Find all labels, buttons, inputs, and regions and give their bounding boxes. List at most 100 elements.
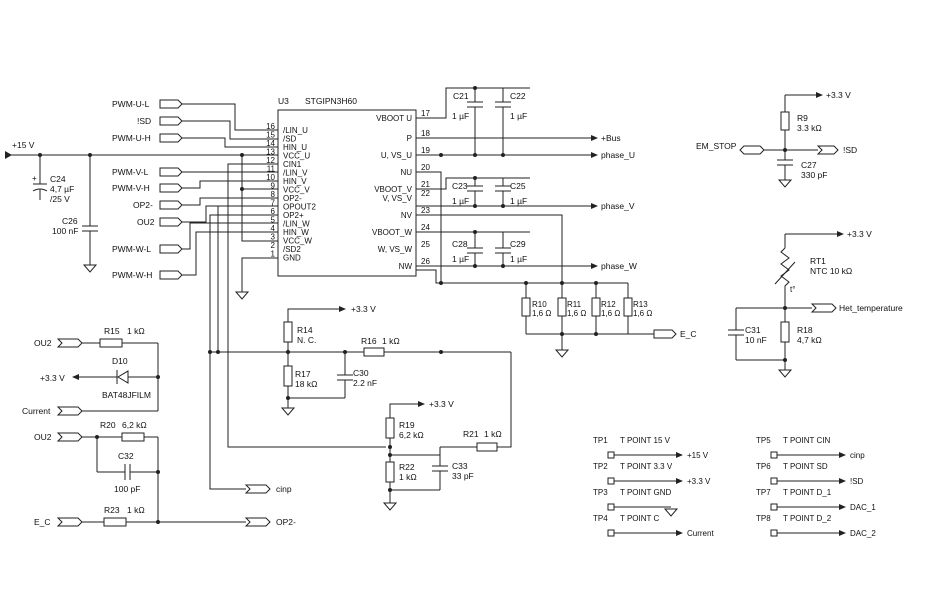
test-point-pad[interactable] xyxy=(607,477,615,485)
port-ou2-left[interactable] xyxy=(56,338,83,348)
net-ou2-left-2: OU2 xyxy=(34,432,52,442)
nu-wire xyxy=(416,171,442,283)
ic-pin-name: NU xyxy=(400,168,412,177)
c32-val: 100 pF xyxy=(114,484,140,494)
port-cinp-mid[interactable] xyxy=(244,484,271,494)
r15-val: 1 kΩ xyxy=(127,326,145,336)
port-ou2-left-2[interactable] xyxy=(56,432,83,442)
ic-pin-number: 11 xyxy=(267,165,276,174)
ic-pin-number: 26 xyxy=(421,257,430,266)
ic-pin-name: /LIN_U xyxy=(283,126,308,135)
r18-ref: R18 xyxy=(797,325,813,335)
port-ec-left[interactable] xyxy=(56,517,83,527)
ic-pin-number: 7 xyxy=(271,199,276,208)
test-point-pad[interactable] xyxy=(607,451,615,459)
c27-val: 330 pF xyxy=(801,170,827,180)
d10-ref: D10 xyxy=(112,356,128,366)
test-point-pad[interactable] xyxy=(607,529,615,537)
test-point-pad[interactable] xyxy=(770,477,778,485)
r17-ref: R17 xyxy=(295,369,311,379)
bootstrap-w: phase_W C28 1 µF C29 1 µF xyxy=(416,230,637,271)
ic-pin-name: HIN_U xyxy=(283,143,307,152)
ic-pin-number: 13 xyxy=(266,148,275,157)
c33-val: 33 pF xyxy=(452,471,474,481)
supply-15v-label: +15 V xyxy=(12,140,35,150)
c25-val: 1 µF xyxy=(510,196,527,206)
port-pwm-u-h[interactable] xyxy=(159,133,183,143)
bus-phase-u: +Bus phase_U xyxy=(416,133,635,160)
port-sd[interactable] xyxy=(159,116,183,126)
port-pwm-w-h[interactable] xyxy=(159,270,183,280)
port-em-stop[interactable] xyxy=(739,145,765,155)
shunt-resistors: E_C R10 1,6 Ω R11 1,6 Ω R12 1,6 Ω R13 1,… xyxy=(416,269,697,358)
nv-wire xyxy=(416,214,563,300)
ic-pin-name: VBOOT_V xyxy=(374,185,412,194)
c21-val: 1 µF xyxy=(452,111,469,121)
port-pwm-v-l-label: PWM-V-L xyxy=(112,167,149,177)
port-ou2[interactable] xyxy=(159,217,183,227)
ic-pin-name: OP2+ xyxy=(283,211,304,220)
ic-pin-number: 19 xyxy=(421,146,430,155)
r21-ref: R21 xyxy=(463,429,479,439)
c22-val: 1 µF xyxy=(510,111,527,121)
port-pwm-u-h-label: PWM-U-H xyxy=(112,133,151,143)
port-op2m-bottom[interactable] xyxy=(244,517,271,527)
test-point-pad[interactable] xyxy=(607,503,615,511)
r9-ref: R9 xyxy=(797,113,808,123)
c24-ref: C24 xyxy=(50,174,66,184)
port-het-temperature[interactable] xyxy=(810,303,837,313)
op2-network: cinp +3.3 V R14 N. C. R16 1 kΩ R17 18 kΩ… xyxy=(208,163,512,511)
rt1-val: NTC 10 kΩ xyxy=(810,266,852,276)
ic-pin-number: 4 xyxy=(271,224,276,233)
net-current-left: Current xyxy=(22,406,51,416)
test-point-name: T POINT D_1 xyxy=(783,488,832,497)
ic-pin-name: VCC_W xyxy=(283,237,312,246)
r17-val: 18 kΩ xyxy=(295,379,317,389)
ic-pin-name: VBOOT_W xyxy=(372,228,412,237)
port-op2m[interactable] xyxy=(159,200,183,210)
port-pwm-v-l[interactable] xyxy=(159,167,183,177)
em-supply-label: +3.3 V xyxy=(826,90,851,100)
port-pwm-w-l[interactable] xyxy=(159,244,183,254)
test-point-ref: TP6 xyxy=(756,462,771,471)
port-current-left[interactable] xyxy=(56,406,83,416)
c24-volt: /25 V xyxy=(50,194,70,204)
port-sd-right[interactable] xyxy=(816,145,839,155)
ic-pin-number: 12 xyxy=(266,156,275,165)
r10-val: 1,6 Ω xyxy=(532,309,551,318)
port-ec-right[interactable] xyxy=(653,329,677,339)
ic-part: STGIPN3H60 xyxy=(305,96,357,106)
c30-ref: C30 xyxy=(353,368,369,378)
test-point-pad[interactable] xyxy=(770,529,778,537)
ic-pin-2: 2/SD2 xyxy=(271,241,302,254)
c28-val: 1 µF xyxy=(452,254,469,264)
port-pwm-u-l[interactable] xyxy=(159,99,183,109)
r19-val: 6,2 kΩ xyxy=(399,430,424,440)
c32-ref: C32 xyxy=(118,451,134,461)
port-pwm-v-h[interactable] xyxy=(159,183,183,193)
ic-pin-number: 21 xyxy=(421,180,430,189)
bootstrap-v: phase_V C23 1 µF C25 1 µF xyxy=(416,176,635,211)
c25-ref: C25 xyxy=(510,181,526,191)
ic-pin-number: 22 xyxy=(421,189,430,198)
c29-val: 1 µF xyxy=(510,254,527,264)
port-pwm-v-h-label: PWM-V-H xyxy=(112,183,150,193)
ic-pin-number: 16 xyxy=(266,122,275,131)
ic-pin-name: HIN_V xyxy=(283,177,307,186)
test-point-pad[interactable] xyxy=(770,503,778,511)
test-point-pad[interactable] xyxy=(770,451,778,459)
ic-pin-number: 8 xyxy=(271,190,276,199)
